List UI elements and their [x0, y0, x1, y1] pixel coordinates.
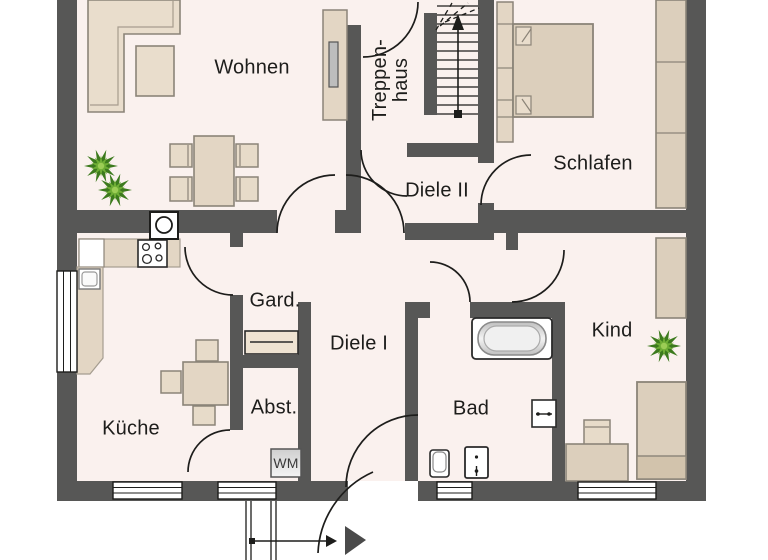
wall-treppen-schlafen	[478, 0, 494, 163]
wall-kueche-right-upper	[230, 210, 243, 247]
entry-direction-icon	[345, 526, 366, 555]
kitchen-table-group	[160, 339, 229, 426]
corner-sofa	[87, 0, 181, 113]
pillow	[515, 26, 532, 46]
pillow	[515, 95, 532, 115]
window-kind-bottom	[577, 481, 657, 500]
wall-bad-right	[552, 302, 565, 481]
door-schlafen	[480, 154, 532, 206]
wall-treppen-bottom	[407, 143, 478, 157]
room-label-schlafen: Schlafen	[553, 152, 633, 175]
wall-diele2-bottom	[405, 223, 493, 240]
plant-icon	[84, 149, 118, 183]
room-label-bad: Bad	[452, 397, 490, 420]
wall-stair-left	[424, 13, 437, 115]
wall-wohnen-treppenhaus	[346, 25, 361, 233]
door-entrance-inner	[345, 414, 419, 488]
door-treppenhaus-top	[362, 1, 419, 58]
bed-pillow-end	[636, 455, 687, 480]
bathtub	[471, 317, 553, 360]
dining-chair	[169, 176, 193, 202]
washing-machine	[270, 448, 302, 478]
wall-kueche-right-lower	[230, 295, 243, 430]
window-entry-landing	[217, 481, 277, 500]
stove	[137, 239, 168, 268]
room-label-kueche: Küche	[102, 417, 160, 440]
kitchen-chair	[195, 339, 219, 362]
wall-bad-top-right	[470, 302, 565, 318]
wardrobe-schlafen	[655, 0, 687, 209]
door-arcs	[184, 1, 565, 554]
tv-board	[322, 9, 348, 121]
wall-kind-door-stub	[506, 233, 518, 250]
desk	[565, 443, 629, 482]
door-kueche	[184, 246, 234, 296]
treppenhaus-line2: haus	[390, 57, 412, 103]
label-washing-machine: WM	[273, 455, 299, 471]
door-kind	[511, 249, 565, 303]
exterior-stairs	[245, 501, 337, 560]
door-bad	[429, 261, 471, 303]
room-label-diele2: Diele II	[405, 179, 469, 202]
wall-boiler	[149, 211, 179, 240]
wall-left-exterior	[57, 0, 77, 501]
room-label-abstellraum: Abst.	[250, 396, 298, 419]
towel-radiator	[531, 399, 557, 428]
door-treppenhaus	[360, 149, 408, 197]
dining-chair	[235, 176, 259, 202]
dining-table-group	[169, 135, 259, 207]
plant-icon	[647, 329, 681, 363]
dining-table	[193, 135, 235, 207]
stair-direction-arrow-up	[452, 14, 464, 30]
room-label-diele1: Diele I	[329, 332, 389, 355]
door-abstellraum	[187, 429, 231, 473]
staircase	[435, 2, 480, 118]
ottoman	[135, 45, 175, 97]
single-bed	[636, 381, 687, 480]
wall-gard-abst-divider	[243, 355, 311, 368]
toilet	[429, 449, 450, 478]
dining-chair	[169, 143, 193, 168]
room-label-treppenhaus: Treppen- haus	[369, 38, 412, 122]
window-kueche-left	[56, 270, 78, 373]
wall-gard-right	[298, 302, 311, 481]
window-bad-bottom	[436, 481, 473, 500]
wall-schlafen-kind	[483, 210, 706, 233]
double-bed	[496, 1, 594, 143]
wardrobe-bench	[244, 330, 299, 355]
desk-group	[565, 419, 629, 482]
washbasin	[464, 446, 489, 479]
dining-chair	[235, 143, 259, 168]
wall-bad-left	[405, 302, 418, 481]
headboard-nightstands	[496, 1, 514, 143]
kitchen-chair	[160, 370, 182, 394]
wardrobe-kind	[655, 237, 687, 319]
window-kueche-bottom	[112, 481, 183, 500]
treppenhaus-line1: Treppen-	[369, 38, 391, 122]
desk-chair	[583, 419, 611, 447]
room-label-wohnen: Wohnen	[214, 56, 290, 79]
stair-direction-arrow	[326, 535, 337, 547]
wall-right-exterior	[686, 0, 706, 501]
wall-wohnen-bottom-stub	[335, 210, 361, 233]
kitchen-table	[182, 361, 229, 406]
door-wohnen	[276, 174, 336, 234]
room-label-garderobe: Gard.	[249, 289, 301, 312]
room-label-kind: Kind	[591, 319, 633, 342]
plant-icon	[98, 173, 132, 207]
kitchen-chair	[192, 405, 216, 426]
